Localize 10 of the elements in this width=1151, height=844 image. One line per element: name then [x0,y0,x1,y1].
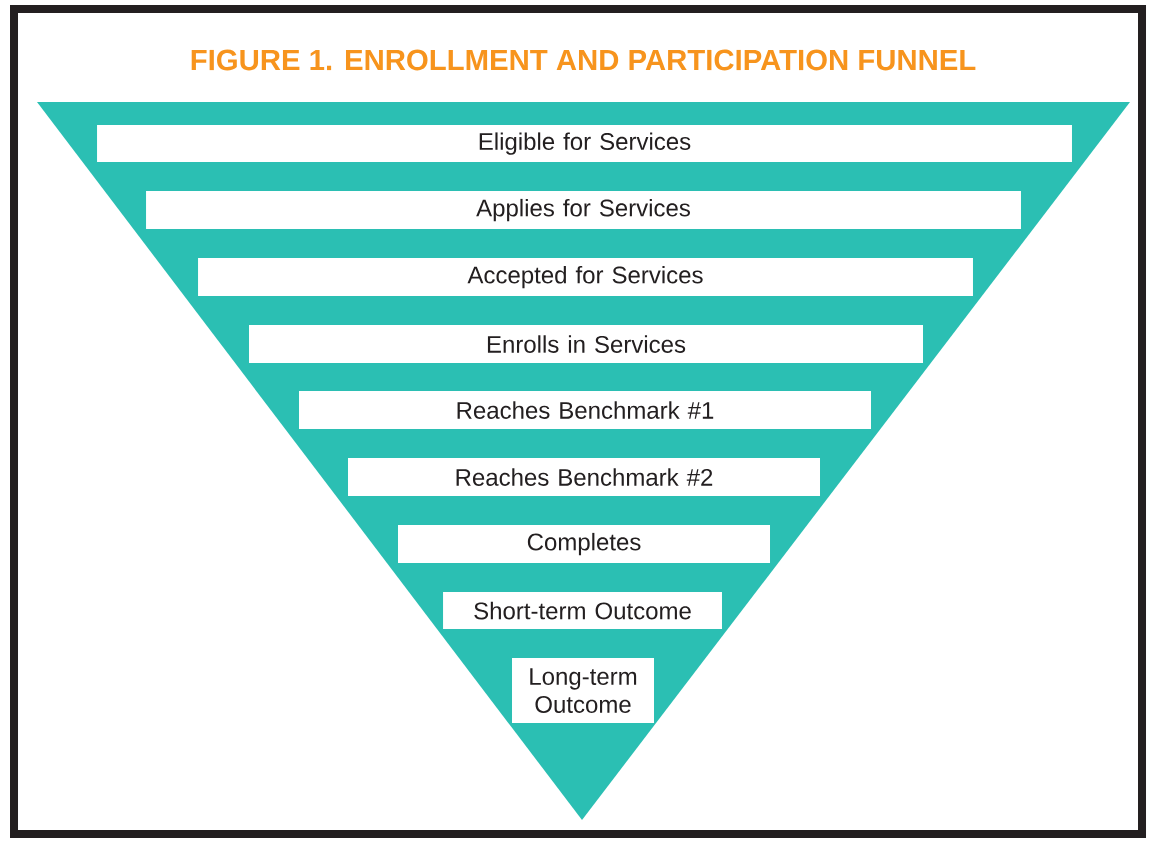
stage-box: Eligible for Services [97,125,1072,163]
stage-box: Accepted for Services [198,258,973,297]
stage-box: Long-term Outcome [512,658,654,724]
stage-box: Short-term Outcome [443,592,722,630]
stage-box: Reaches Benchmark #1 [299,391,871,430]
stage-box: Reaches Benchmark #2 [348,458,820,497]
title: FIGURE 1. ENROLLMENT AND PARTICIPATION FUNNEL [191,49,976,71]
stage-box: Enrolls in Services [249,325,923,364]
stage-box: Applies for Services [146,191,1021,230]
stage-box: Completes [398,525,770,564]
